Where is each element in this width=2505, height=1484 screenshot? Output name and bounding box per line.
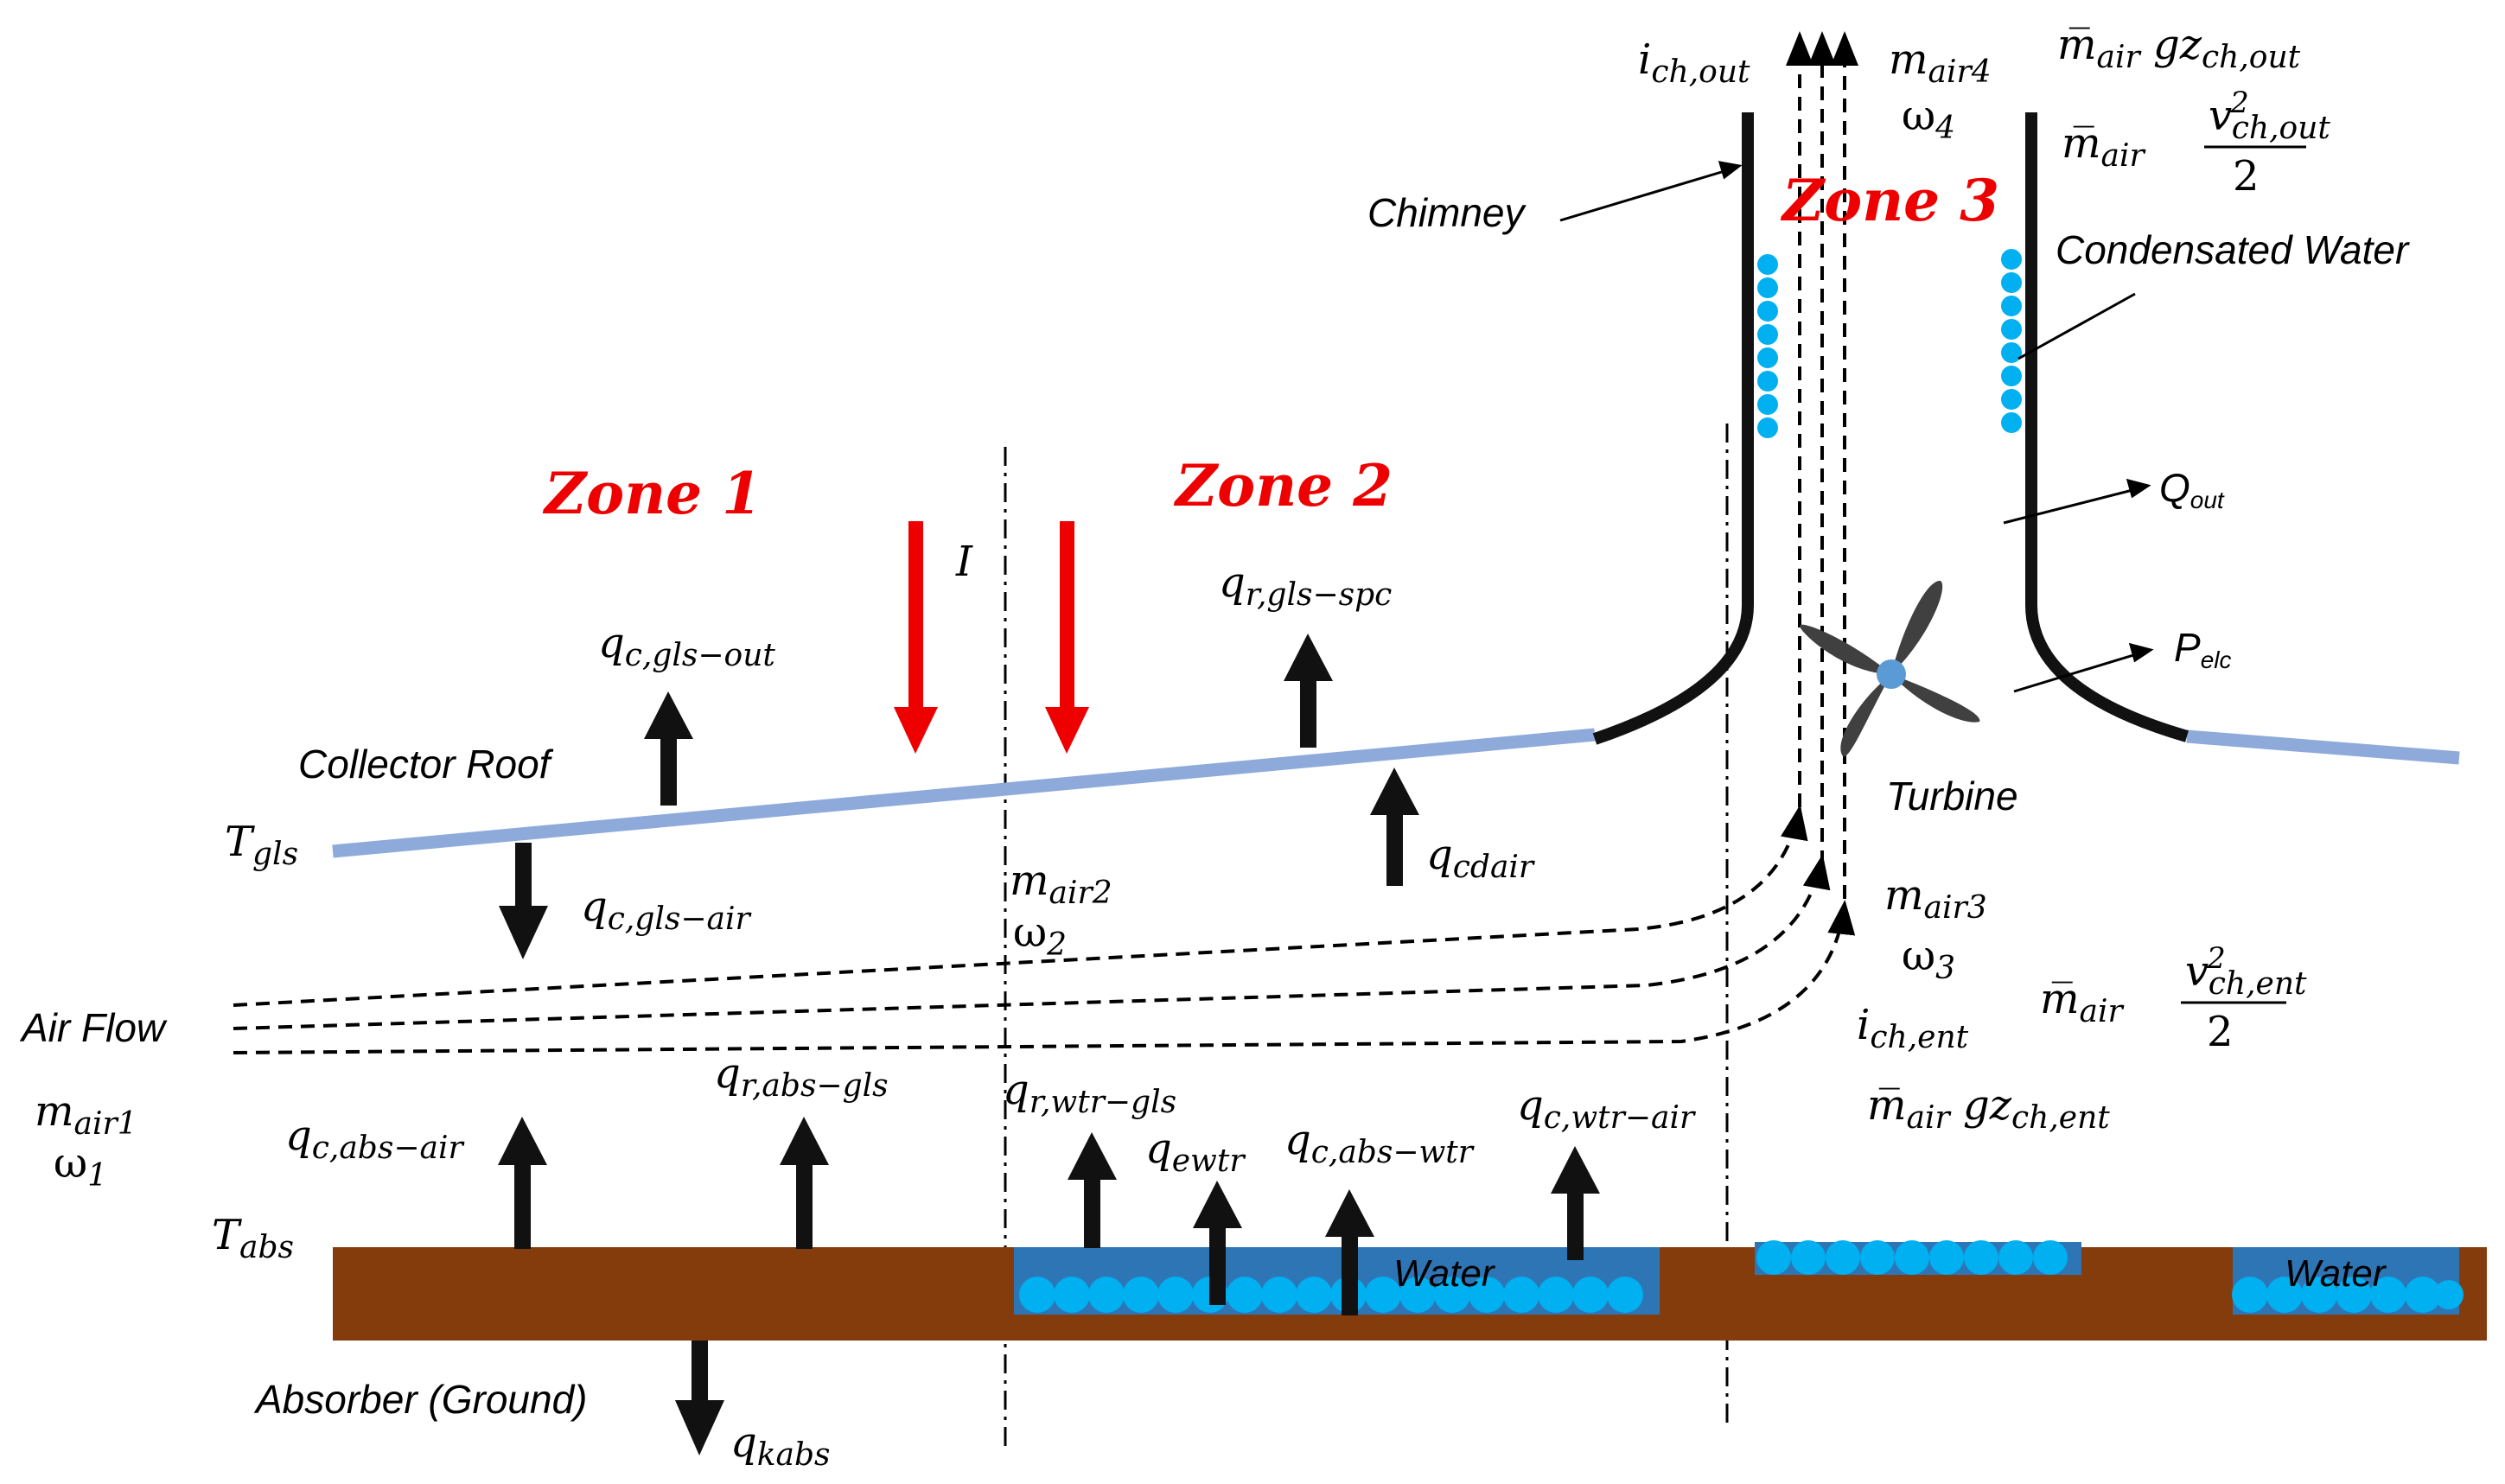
chimney-label: Chimney: [1367, 190, 1527, 235]
q-c-gls-out-label: qc,gls−out: [598, 619, 775, 673]
q-cdair-label: qcdair: [1426, 831, 1535, 885]
q-c-wtr-air-label: qc,wtr−air: [1517, 1081, 1696, 1136]
omega-4-label: ω4: [1902, 92, 1955, 146]
q-r-gls-spc-label: qr,gls−spc: [1219, 558, 1392, 613]
air-flow-lines: [233, 805, 1856, 1054]
heat-arrows: [498, 634, 1600, 1455]
omega-2-label: ω2: [1013, 908, 1067, 963]
t-gls-label: Tgls: [225, 818, 298, 872]
q-c-abs-wtr-label: qc,abs−wtr: [1284, 1116, 1475, 1170]
t-abs-label: Tabs: [212, 1211, 294, 1265]
svg-text:2: 2: [2207, 1008, 2234, 1056]
water-label-1: Water: [1393, 1252, 1496, 1295]
condensated-water-label: Condensated Water: [2056, 227, 2410, 272]
q-c-gls-air-label: qc,gls−air: [581, 882, 752, 937]
water-droplets-pool-right: [2232, 1277, 2464, 1313]
q-out-label: Qout: [2159, 465, 2225, 513]
q-r-wtr-gls-label: qr,wtr−gls: [1003, 1066, 1176, 1120]
m-air4-label: mair4: [1889, 35, 1992, 90]
turbine: [1799, 580, 1980, 757]
water-droplets-chimney-pool: [1756, 1240, 2068, 1275]
m-bar-gz-out-label: m̅air gzch,out: [2057, 21, 2301, 75]
zone-2-label: Zone 2: [1173, 452, 1393, 519]
collector-roof-left: [332, 728, 1596, 858]
water-label-2: Water: [2285, 1252, 2387, 1295]
p-elc-label: Pelc: [2174, 625, 2231, 673]
condensate-left-wall: [1757, 254, 1778, 438]
q-r-abs-gls-label: qr,abs−gls: [714, 1049, 889, 1104]
chimney-right-wall: [2025, 112, 2189, 742]
svg-text:2: 2: [2233, 152, 2260, 201]
chimney-left-wall: [1592, 112, 1754, 745]
i-ch-ent-label: ich,ent: [1857, 1001, 1969, 1055]
air-flow-label: Air Flow: [19, 1005, 168, 1050]
i-ch-out-label: ich,out: [1638, 35, 1750, 90]
omega-3-label: ω3: [1902, 932, 1955, 986]
svg-text:m̅air: m̅air: [2062, 119, 2145, 174]
collector-roof-label: Collector Roof: [298, 742, 554, 787]
m-air2-label: mair2: [1010, 857, 1112, 911]
omega-1-label: ω1: [54, 1139, 107, 1194]
m-bar-gz-ent-label: m̅air gzch,ent: [1867, 1081, 2110, 1136]
q-c-abs-air-label: qc,abs−air: [285, 1111, 464, 1166]
leader-lines: [1559, 161, 2154, 693]
chimney-airflow-lines: [1786, 31, 1858, 899]
m-air3-label: mair3: [1884, 871, 1987, 926]
solar-irradiance-label: I: [955, 538, 973, 586]
absorber-label: Absorber (Ground): [253, 1377, 588, 1422]
zone-3-label: Zone 3: [1780, 167, 1999, 234]
q-ewtr-label: qewtr: [1145, 1124, 1246, 1179]
turbine-label: Turbine: [1886, 774, 2018, 818]
zone-1-label: Zone 1: [542, 460, 762, 527]
collector-roof-right: [2186, 729, 2460, 765]
m-air1-label: mair1: [35, 1087, 137, 1142]
condensate-right-wall: [2001, 249, 2022, 433]
svg-text:m̅air: m̅air: [2040, 975, 2124, 1029]
q-kabs-label: qkabs: [730, 1418, 831, 1473]
solar-radiation-arrows: [894, 521, 1089, 754]
